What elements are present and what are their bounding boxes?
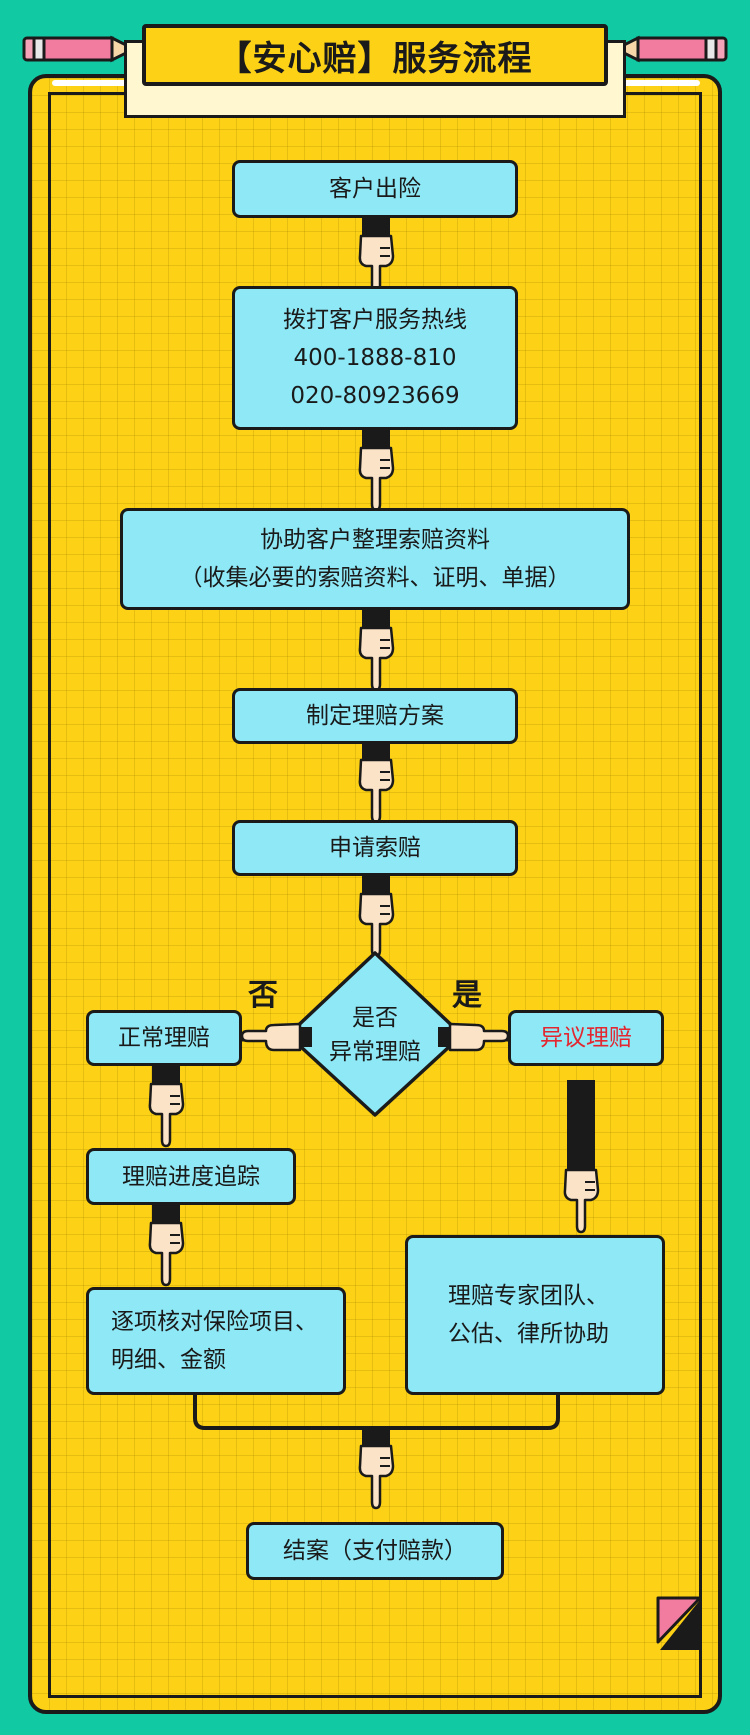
yes-label: 是	[452, 978, 482, 1013]
step-call-hotline: 拨打客户服务热线 400-1888-810 020-80923669	[232, 286, 518, 430]
step-normal-claim: 正常理赔	[86, 1010, 242, 1066]
hotline-number: 020-80923669	[290, 383, 460, 409]
white-dash	[52, 80, 132, 86]
step-subtext: （收集必要的索赔资料、证明、单据）	[179, 565, 571, 591]
step-verify-items: 逐项核对保险项目、 明细、金额	[86, 1287, 346, 1395]
pointing-hand-side-icon	[436, 1022, 510, 1052]
pointing-hand-down-icon	[358, 874, 395, 958]
step-text: 协助客户整理索赔资料	[260, 527, 490, 553]
pointing-hand-down-icon	[358, 608, 395, 692]
step-text: 逐项核对保险项目、	[111, 1309, 318, 1335]
step-expert-team: 理赔专家团队、 公估、律所协助	[405, 1235, 665, 1395]
pointing-hand-down-icon	[148, 1203, 185, 1287]
pointing-hand-down-icon	[358, 1426, 395, 1510]
page-title: 【安心赔】服务流程	[142, 24, 608, 86]
step-text: 客户出险	[329, 176, 421, 202]
folded-corner-icon	[656, 1596, 702, 1650]
step-apply-claim: 申请索赔	[232, 820, 518, 876]
pointing-hand-down-icon	[358, 428, 395, 512]
step-text: 正常理赔	[118, 1025, 210, 1051]
pointing-hand-down-icon	[148, 1064, 185, 1148]
pencil-icon	[22, 35, 138, 63]
decision-text: 是否 异常理赔	[329, 1005, 421, 1065]
step-text: 理赔进度追踪	[122, 1163, 260, 1190]
pointing-hand-down-icon	[358, 740, 395, 824]
step-disputed-claim: 异议理赔	[508, 1010, 664, 1066]
step-text: 异议理赔	[540, 1025, 632, 1051]
white-dash	[620, 80, 700, 86]
step-text: 公估、律所协助	[448, 1321, 609, 1347]
step-text: 拨打客户服务热线	[283, 307, 467, 333]
step-claim-plan: 制定理赔方案	[232, 688, 518, 744]
step-progress-tracking: 理赔进度追踪	[86, 1148, 296, 1205]
step-customer-incident: 客户出险	[232, 160, 518, 218]
step-text: 结案（支付赔款）	[283, 1538, 467, 1564]
step-case-closed: 结案（支付赔款）	[246, 1522, 504, 1580]
no-label: 否	[248, 978, 278, 1013]
merge-bracket	[193, 1395, 560, 1430]
step-text: 制定理赔方案	[306, 703, 444, 729]
step-text: 理赔专家团队、	[448, 1283, 609, 1309]
decision-diamond	[286, 951, 464, 1117]
hotline-number: 400-1888-810	[293, 345, 457, 371]
step-text: 明细、金额	[111, 1347, 226, 1373]
pointing-hand-down-icon	[563, 1150, 600, 1234]
step-organize-materials: 协助客户整理索赔资料 （收集必要的索赔资料、证明、单据）	[120, 508, 630, 610]
pointing-hand-side-icon	[240, 1022, 314, 1052]
pencil-icons	[22, 35, 728, 63]
step-text: 申请索赔	[329, 835, 421, 861]
pencil-icon	[612, 35, 728, 63]
